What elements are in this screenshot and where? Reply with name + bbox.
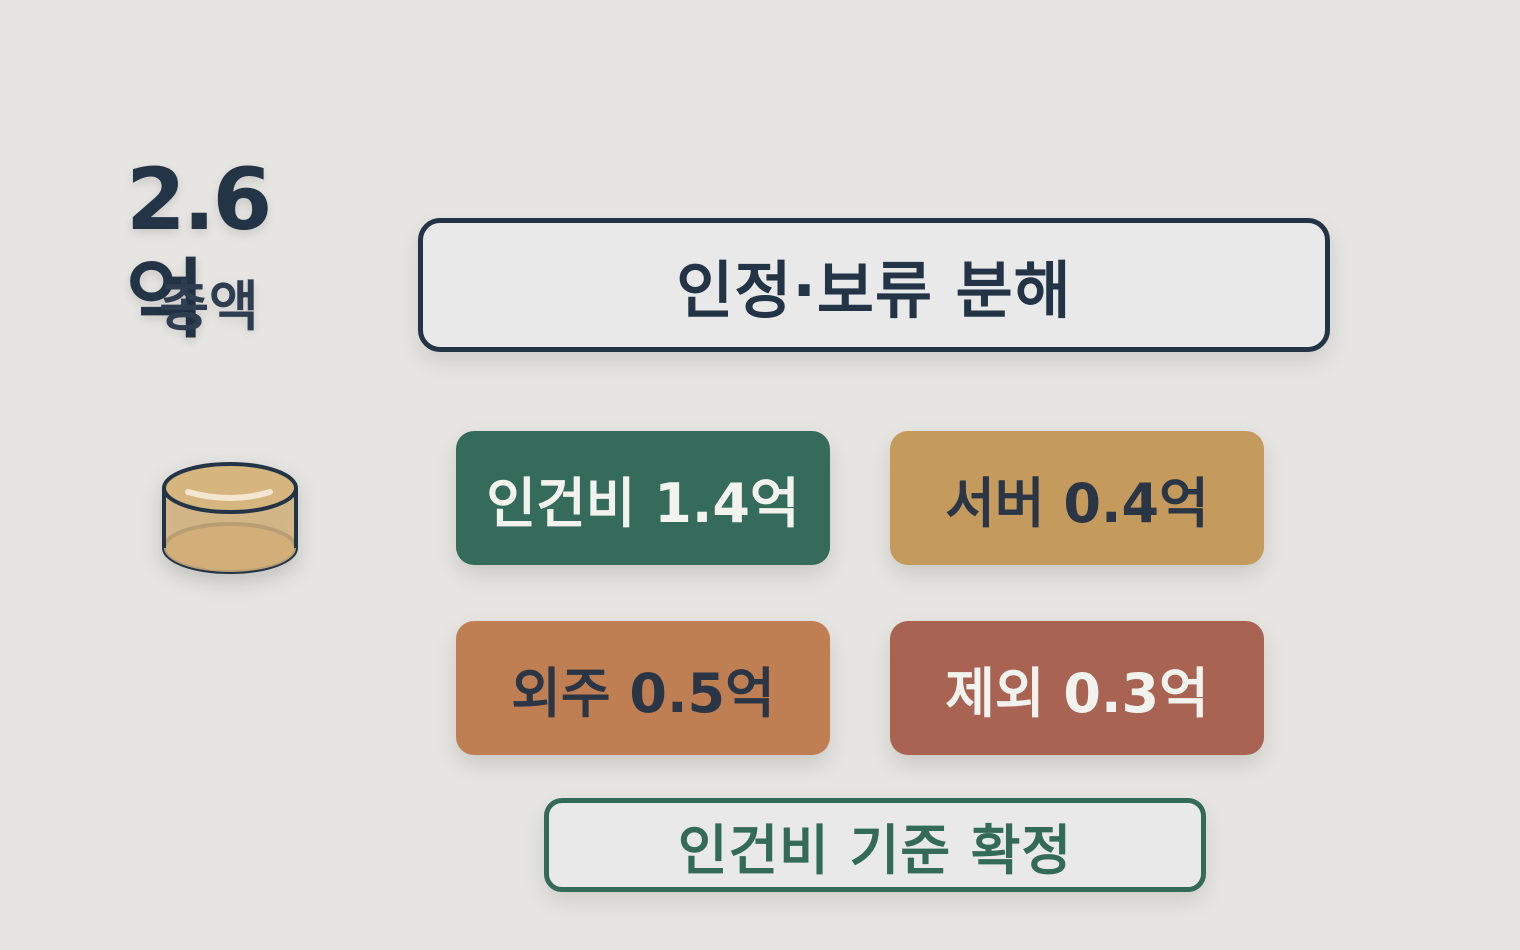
total-amount: 2.6억	[126, 150, 272, 350]
category-labor: 인건비 1.4억	[456, 431, 830, 565]
category-labor-label: 인건비 1.4억	[486, 471, 800, 535]
title-box: 인정·보류 분해	[418, 218, 1330, 352]
coin-icon	[162, 462, 298, 574]
total-label: 총액	[159, 275, 259, 338]
category-server-label: 서버 0.4억	[945, 471, 1209, 535]
category-outsourcing: 외주 0.5억	[456, 621, 830, 755]
conclusion-label: 인건비 기준 확정	[677, 818, 1073, 882]
category-server: 서버 0.4억	[890, 431, 1264, 565]
category-excluded: 제외 0.3억	[890, 621, 1264, 755]
diagram-title: 인정·보류 분해	[676, 254, 1072, 327]
category-outsourcing-label: 외주 0.5억	[511, 661, 775, 725]
conclusion-box: 인건비 기준 확정	[544, 798, 1206, 892]
category-excluded-label: 제외 0.3억	[945, 661, 1209, 725]
